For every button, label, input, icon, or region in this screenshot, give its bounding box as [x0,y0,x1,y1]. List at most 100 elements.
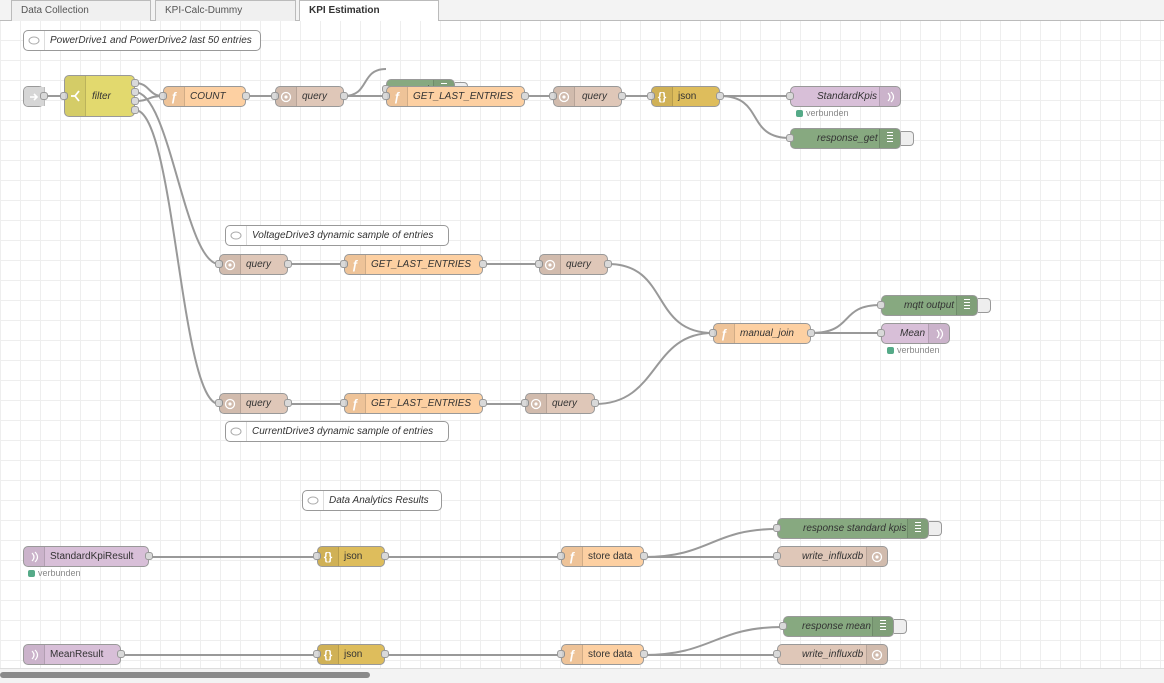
debug-node-mqtt-output[interactable]: mqtt output [877,295,991,316]
output-port[interactable] [381,650,389,658]
debug-toggle-button[interactable] [929,521,942,536]
mqtt-broadcast-icon [24,547,45,566]
flow-wires [44,68,882,656]
function-node-get-last-entries-2[interactable]: ƒ GET_LAST_ENTRIES [340,254,487,275]
function-icon: ƒ [345,255,366,274]
query-node-5[interactable]: query [215,393,292,414]
output-port[interactable] [640,552,648,560]
function-node-manual-join[interactable]: ƒ manual_join [709,323,815,344]
debug-node-response-mean[interactable]: response mean [779,616,907,637]
comment-power-drives[interactable]: PowerDrive1 and PowerDrive2 last 50 entr… [23,30,261,51]
query-node-3[interactable]: query [215,254,292,275]
output-port[interactable] [242,92,250,100]
input-port[interactable] [313,650,321,658]
input-port[interactable] [557,650,565,658]
mqtt-out-node-standard-kpis[interactable]: StandardKpis [786,86,901,107]
input-port[interactable] [647,92,655,100]
output-port[interactable] [117,650,125,658]
input-port[interactable] [773,650,781,658]
input-port[interactable] [215,260,223,268]
mqtt-in-node-standard-kpi-result[interactable]: StandardKpiResult [23,546,153,567]
input-port[interactable] [313,552,321,560]
node-label: StandardKpiResult [50,551,134,562]
function-node-store-data-1[interactable]: ƒ store data [557,546,648,567]
input-port[interactable] [709,329,717,337]
input-port[interactable] [786,92,794,100]
tab-bar: Data Collection KPI-Calc-Dummy KPI Estim… [0,0,1164,22]
function-node-get-last-entries-1[interactable]: ƒ GET_LAST_ENTRIES [382,86,529,107]
input-port[interactable] [557,552,565,560]
debug-toggle-button[interactable] [901,131,914,146]
input-port[interactable] [877,329,885,337]
debug-toggle-button[interactable] [978,298,991,313]
output-port[interactable] [381,552,389,560]
input-port[interactable] [877,301,885,309]
mqtt-in-node-mean-result[interactable]: MeanResult [23,644,125,665]
query-node-4[interactable]: query [535,254,612,275]
output-port[interactable] [521,92,529,100]
tab-kpi-calc-dummy[interactable]: KPI-Calc-Dummy [155,0,296,21]
output-port[interactable] [479,260,487,268]
function-node-store-data-2[interactable]: ƒ store data [557,644,648,665]
input-port[interactable] [60,92,68,100]
node-label: response mean [802,621,871,632]
output-port-1[interactable] [131,79,139,87]
switch-node-filter[interactable]: filter [60,75,139,117]
horizontal-scrollbar[interactable] [0,668,1164,683]
node-label: response standard kpis [803,523,907,534]
comment-voltage-drive3[interactable]: VoltageDrive3 dynamic sample of entries [225,225,449,246]
output-port-4[interactable] [131,106,139,114]
flow-workspace[interactable]: PowerDrive1 and PowerDrive2 last 50 entr… [0,21,1164,668]
influxdb-out-node-1[interactable]: write_influxdb [773,546,888,567]
input-port[interactable] [340,399,348,407]
json-node-3[interactable]: {} json [313,644,389,665]
status-dot-icon [887,347,894,354]
output-port[interactable] [145,552,153,560]
output-port[interactable] [807,329,815,337]
output-port-3[interactable] [131,97,139,105]
input-port[interactable] [271,92,279,100]
debug-node-response-standard-kpis[interactable]: response standard kpis [773,518,942,539]
function-node-get-last-entries-3[interactable]: ƒ GET_LAST_ENTRIES [340,393,487,414]
output-port[interactable] [640,650,648,658]
input-port[interactable] [786,134,794,142]
input-port[interactable] [773,552,781,560]
input-port[interactable] [773,524,781,532]
input-port[interactable] [779,622,787,630]
function-node-count[interactable]: ƒ COUNT [159,86,250,107]
tab-kpi-estimation[interactable]: KPI Estimation [299,0,439,22]
input-port[interactable] [159,92,167,100]
query-node-1[interactable]: query [271,86,348,107]
input-port[interactable] [535,260,543,268]
json-node-2[interactable]: {} json [313,546,389,567]
output-port[interactable] [604,260,612,268]
debug-node-response-get[interactable]: response_get [786,128,914,149]
input-port[interactable] [549,92,557,100]
json-node-1[interactable]: {} json [647,86,724,107]
output-port[interactable] [284,399,292,407]
debug-toggle-button[interactable] [894,619,907,634]
query-node-2[interactable]: query [549,86,626,107]
output-port[interactable] [591,399,599,407]
output-port[interactable] [618,92,626,100]
output-port[interactable] [479,399,487,407]
influxdb-out-node-2[interactable]: write_influxdb [773,644,888,665]
node-label: query [246,398,272,409]
comment-current-drive3[interactable]: CurrentDrive3 dynamic sample of entries [225,421,449,442]
input-port[interactable] [215,399,223,407]
output-port[interactable] [40,92,48,100]
input-port[interactable] [340,260,348,268]
input-port[interactable] [382,92,390,100]
query-node-6[interactable]: query [521,393,599,414]
input-port[interactable] [521,399,529,407]
output-port[interactable] [340,92,348,100]
output-port-2[interactable] [131,88,139,96]
scrollbar-thumb[interactable] [0,672,370,678]
output-port[interactable] [284,260,292,268]
inject-node[interactable] [23,86,48,107]
mqtt-out-node-mean[interactable]: Mean [877,323,950,344]
tab-data-collection[interactable]: Data Collection [11,0,151,21]
output-port[interactable] [716,92,724,100]
database-icon [866,547,887,566]
comment-data-analytics-results[interactable]: Data Analytics Results [302,490,442,511]
